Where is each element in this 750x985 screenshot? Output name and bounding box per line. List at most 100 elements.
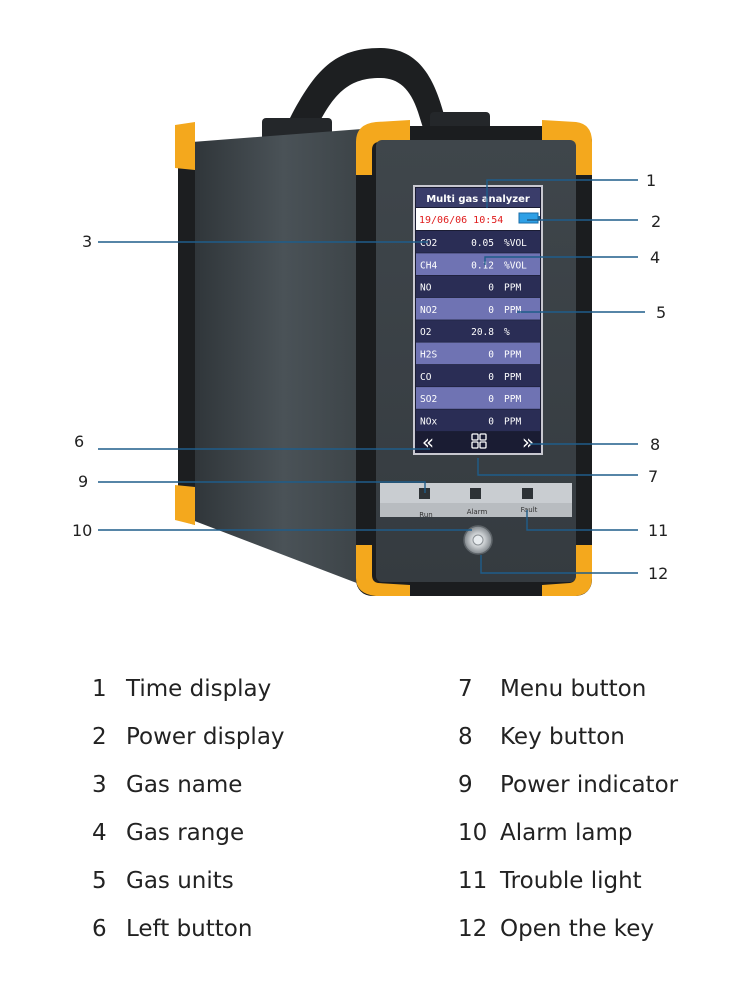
callout-numbers: 1 2 3 4 5 6 7 8 9 10 11 12 xyxy=(72,171,668,583)
callout-12: 12 xyxy=(648,564,668,583)
legend: 1 Time display 2 Power display 3 Gas name 4… xyxy=(0,660,750,980)
callout-5: 5 xyxy=(656,303,666,322)
indicator-panel: Run Alarm Fault xyxy=(380,483,572,519)
legend-item: 10 Alarm lamp xyxy=(458,820,632,846)
gas-value: 20.8 xyxy=(471,327,494,338)
menu-button[interactable] xyxy=(471,433,487,449)
callout-4: 4 xyxy=(650,248,660,267)
gas-name: SO2 xyxy=(420,394,437,405)
gas-value: 0 xyxy=(488,394,494,405)
legend-item: 2 Power display xyxy=(92,724,285,750)
fault-indicator xyxy=(522,488,533,499)
legend-number: 3 xyxy=(92,772,107,798)
gas-unit: PPM xyxy=(504,283,521,294)
screen-title: Multi gas analyzer xyxy=(426,194,530,205)
legend-label: Gas name xyxy=(126,772,243,798)
fault-label: Fault xyxy=(521,506,538,514)
legend-number: 9 xyxy=(458,772,473,798)
legend-label: Time display xyxy=(126,676,272,702)
gas-unit: PPM xyxy=(504,372,521,383)
key-button[interactable]: » xyxy=(522,430,534,454)
legend-label: Gas units xyxy=(126,868,234,894)
callout-11: 11 xyxy=(648,521,668,540)
legend-item: 6 Left button xyxy=(92,916,252,942)
gas-name: CO2 xyxy=(420,238,437,249)
gas-unit: PPM xyxy=(504,394,521,405)
alarm-indicator xyxy=(470,488,481,499)
gas-unit: % xyxy=(504,327,510,338)
legend-item: 7 Menu button xyxy=(458,676,646,702)
time-display: 19/06/06 10:54 xyxy=(419,215,503,226)
gas-value: 0 xyxy=(488,372,494,383)
legend-number: 12 xyxy=(458,916,488,942)
gas-unit: %VOL xyxy=(504,260,527,271)
legend-label: Gas range xyxy=(126,820,245,846)
legend-number: 10 xyxy=(458,820,488,846)
legend-label: Power display xyxy=(126,724,285,750)
gas-value: 0 xyxy=(488,305,494,316)
legend-label: Key button xyxy=(500,724,625,750)
gas-name: O2 xyxy=(420,327,431,338)
gas-value: 0 xyxy=(488,350,494,361)
callout-6: 6 xyxy=(74,432,84,451)
legend-item: 1 Time display xyxy=(92,676,271,702)
left-button[interactable]: « xyxy=(422,430,434,454)
legend-number: 6 xyxy=(92,916,107,942)
gas-row xyxy=(416,342,540,365)
gas-name: NOx xyxy=(420,416,437,427)
callout-1: 1 xyxy=(646,171,656,190)
gas-unit: PPM xyxy=(504,305,521,316)
legend-item: 4 Gas range xyxy=(92,820,244,846)
gas-unit: PPM xyxy=(504,416,521,427)
legend-label: Power indicator xyxy=(500,772,679,798)
gas-value: 0.12 xyxy=(471,260,494,271)
gas-value: 0 xyxy=(488,416,494,427)
callout-8: 8 xyxy=(650,435,660,454)
callout-2: 2 xyxy=(651,212,661,231)
legend-label: Open the key xyxy=(500,916,655,942)
gas-name: NO2 xyxy=(420,305,437,316)
callout-10: 10 xyxy=(72,521,92,540)
power-indicator xyxy=(419,488,430,499)
legend-label: Left button xyxy=(126,916,253,942)
legend-number: 11 xyxy=(458,868,488,894)
device-side xyxy=(175,122,375,590)
legend-number: 7 xyxy=(458,676,473,702)
lcd-screen: Multi gas analyzer 19/06/06 10:54 CO2 0.0… xyxy=(413,185,543,455)
legend-number: 2 xyxy=(92,724,107,750)
gas-row xyxy=(416,253,540,275)
legend-label: Alarm lamp xyxy=(500,820,633,846)
gas-row xyxy=(416,387,540,409)
legend-item: 8 Key button xyxy=(458,724,625,750)
legend-number: 1 xyxy=(92,676,107,702)
legend-number: 5 xyxy=(92,868,107,894)
callout-7: 7 xyxy=(648,467,658,486)
run-label: Run xyxy=(419,511,432,519)
legend-number: 8 xyxy=(458,724,473,750)
legend-item: 3 Gas name xyxy=(92,772,242,798)
battery-icon xyxy=(518,212,540,224)
gas-row xyxy=(416,409,540,432)
alarm-label: Alarm xyxy=(467,508,488,516)
callout-3: 3 xyxy=(82,232,92,251)
legend-item: 5 Gas units xyxy=(92,868,234,894)
legend-number: 4 xyxy=(92,820,107,846)
gas-name: NO xyxy=(420,283,432,294)
gas-row xyxy=(416,320,540,342)
gas-value: 0 xyxy=(488,283,494,294)
gas-row xyxy=(416,275,540,298)
gas-row xyxy=(416,297,540,320)
gas-name: CO xyxy=(420,372,432,383)
gas-value: 0.05 xyxy=(471,238,494,249)
alarm-lamp[interactable] xyxy=(463,525,493,555)
gas-row xyxy=(416,231,540,253)
gas-name: H2S xyxy=(420,350,437,361)
leader-lines xyxy=(98,179,645,574)
legend-item: 12 Open the key xyxy=(458,916,654,942)
legend-label: Menu button xyxy=(500,676,647,702)
gas-unit: PPM xyxy=(504,350,521,361)
legend-item: 9 Power indicator xyxy=(458,772,678,798)
gas-name: CH4 xyxy=(420,260,437,271)
